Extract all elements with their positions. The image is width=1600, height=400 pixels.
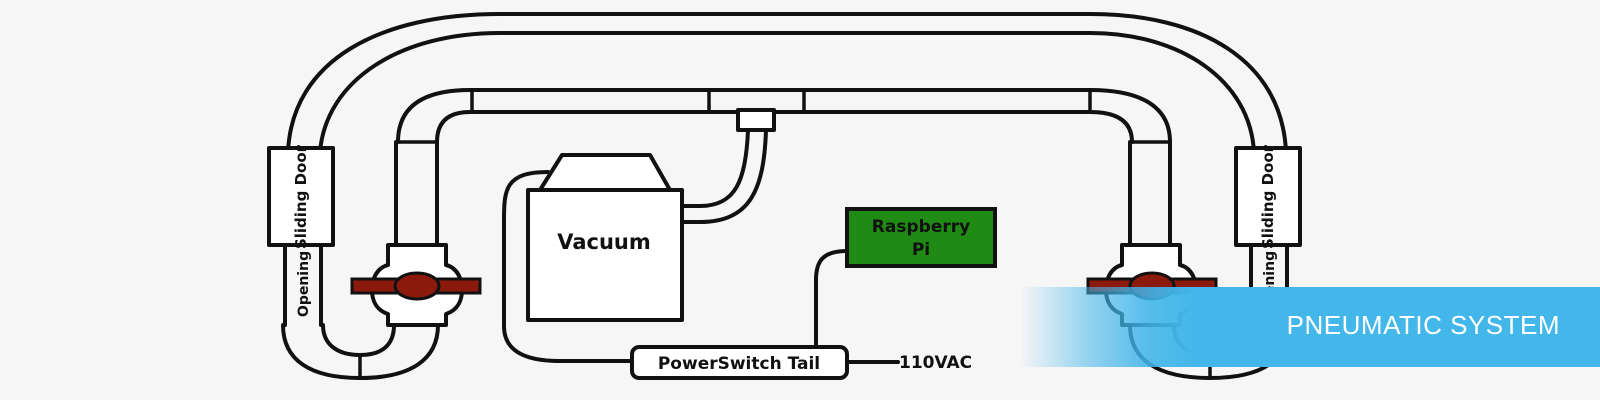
inner-loop-pipe-inner-wall: [435, 110, 1134, 144]
left-opening-label: Opening: [296, 251, 312, 317]
right-sliding-door-label: Sliding Door: [1259, 144, 1277, 249]
raspberry-pi-label-line2: Pi: [912, 240, 930, 260]
outer-loop-pipe-outer-wall: [286, 12, 1288, 154]
banner-title: PNEUMATIC SYSTEM: [1286, 310, 1560, 340]
ac-voltage-label: 110VAC: [899, 353, 972, 373]
left-valve-ball: [393, 271, 441, 301]
pi-control-cable: [814, 249, 849, 349]
section-banner: PNEUMATIC SYSTEM: [1020, 287, 1600, 367]
vacuum-power-cable: [502, 170, 634, 363]
vacuum-unit: [526, 188, 684, 322]
tee-connector: [736, 108, 776, 132]
vacuum-hose-inner: [680, 128, 750, 208]
left-sliding-door: [267, 146, 335, 247]
vacuum-hose-outer: [680, 128, 768, 224]
powerswitch-tail-label: PowerSwitch Tail: [658, 354, 820, 374]
left-u-bend-inner: [321, 323, 396, 357]
raspberry-pi-label-line1: Raspberry: [872, 217, 970, 237]
inner-loop-pipe-outer-wall: [396, 88, 1172, 144]
raspberry-pi: [845, 207, 997, 268]
vacuum-lid: [538, 153, 672, 192]
vacuum-label: Vacuum: [557, 230, 651, 254]
left-sliding-door-label: Sliding Door: [292, 144, 310, 249]
right-sliding-door: [1234, 146, 1302, 247]
outer-loop-pipe-inner-wall: [318, 31, 1256, 154]
